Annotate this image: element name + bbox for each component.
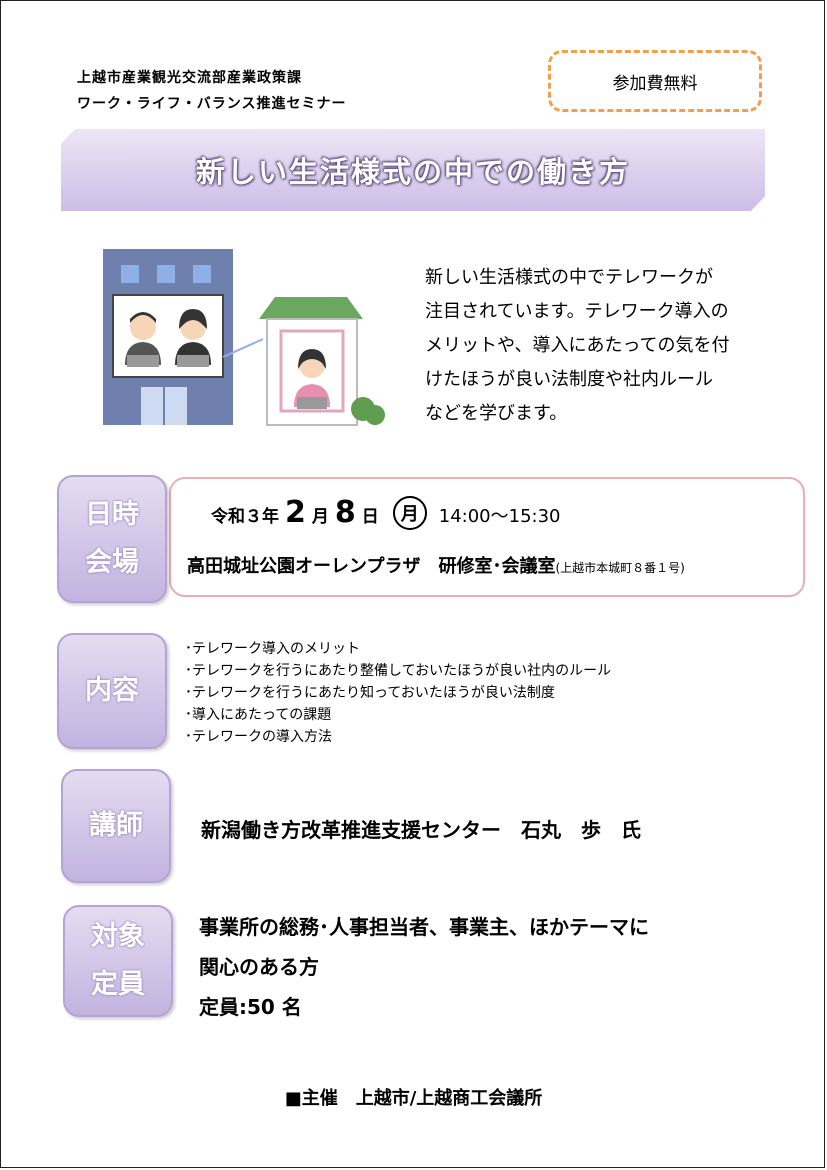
- list-item: ･テレワーク導入のメリット: [185, 641, 360, 657]
- list-item: ･テレワークを行うにあたり整備しておいたほうが良い社内のルール: [185, 663, 612, 679]
- datetime-label: 日時: [85, 499, 139, 530]
- day-unit: 日: [361, 507, 379, 527]
- topic-list: ･テレワーク導入のメリット ･テレワークを行うにあたり整備しておいたほうが良い社…: [185, 638, 611, 748]
- seminar-series-name: ワーク・ライフ・バランス推進セミナー: [77, 96, 347, 112]
- target-label-box: 対象 定員: [63, 905, 173, 1017]
- free-admission-badge: 参加費無料: [548, 50, 762, 112]
- title-banner: 新しい生活様式の中での働き方: [61, 129, 765, 211]
- capacity-value: 定員:50 名: [199, 995, 302, 1019]
- schedule-label-box: 日時 会場: [57, 475, 167, 603]
- event-date: 令和３年 2 月 8 日 月 14:00～15:30: [211, 495, 561, 532]
- venue-label: 会場: [85, 547, 139, 578]
- speaker-label: 講師: [89, 810, 143, 841]
- telework-illustration: [103, 249, 385, 426]
- target-label: 対象: [91, 921, 145, 952]
- venue-name: 高田城址公園オーレンプラザ 研修室･会議室: [187, 556, 556, 577]
- target-audience: 事業所の総務･人事担当者、事業主、ほかテーマに 関心のある方 定員:50 名: [199, 907, 649, 1027]
- free-admission-label: 参加費無料: [612, 73, 698, 94]
- house-roof-icon: [259, 297, 363, 319]
- content-label-box: 内容: [57, 633, 167, 749]
- list-item: ･テレワークの導入方法: [185, 729, 332, 745]
- organizer-footer: ■主催 上越市/上越商工会議所: [284, 1088, 543, 1109]
- list-item: ･導入にあたっての課題: [185, 707, 332, 723]
- organizer-department: 上越市産業観光交流部産業政策課: [77, 70, 302, 86]
- list-item: ･テレワークを行うにあたり知っておいたほうが良い法制度: [185, 685, 555, 701]
- month-unit: 月: [311, 507, 329, 527]
- venue-address: (上越市本城町８番１号): [555, 561, 685, 575]
- date-month: 2: [285, 495, 306, 530]
- event-time: 14:00～15:30: [438, 506, 561, 527]
- speaker-label-box: 講師: [61, 769, 171, 883]
- date-day: 8: [334, 495, 356, 530]
- capacity-label: 定員: [91, 969, 145, 1000]
- weekday-badge: 月: [392, 496, 427, 530]
- schedule-info-box: [169, 477, 805, 597]
- intro-text: 新しい生活様式の中でテレワークが 注目されています。テレワーク導入の メリットや…: [425, 267, 730, 424]
- speaker-name: 新潟働き方改革推進支援センター 石丸 歩 氏: [201, 818, 641, 842]
- page-title: 新しい生活様式の中での働き方: [195, 155, 630, 189]
- era-year: 令和３年: [211, 507, 279, 527]
- event-venue: 高田城址公園オーレンプラザ 研修室･会議室(上越市本城町８番１号): [187, 552, 685, 578]
- content-label: 内容: [85, 675, 139, 706]
